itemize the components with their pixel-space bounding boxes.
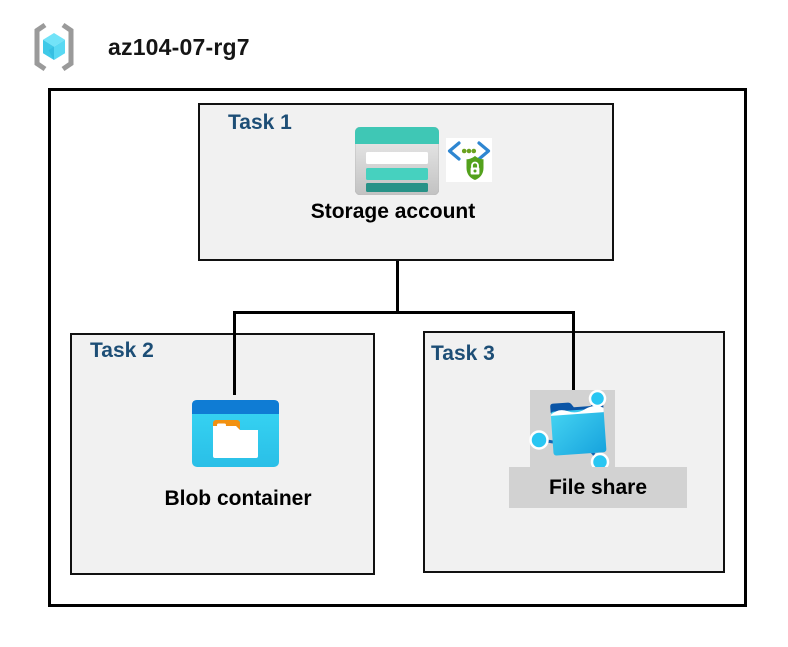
connector-to-fileshare: [572, 311, 575, 390]
connector-storage-down: [396, 261, 399, 313]
file-share-label: File share: [548, 475, 648, 499]
file-share-icon: [529, 389, 610, 470]
resource-group-name: az104-07-rg7: [108, 34, 250, 60]
secure-access-shield-icon: [446, 138, 492, 182]
task1-label: Task 1: [228, 111, 292, 134]
task3-label: Task 3: [431, 342, 495, 365]
resource-group-icon: [34, 22, 74, 72]
fileshare-label-highlight: File share: [509, 467, 687, 508]
connector-horizontal: [233, 311, 575, 314]
blob-container-icon: [192, 400, 279, 467]
connector-to-blob: [233, 311, 236, 395]
storage-account-icon: [355, 127, 439, 195]
blob-container-label: Blob container: [164, 487, 312, 510]
storage-account-label: Storage account: [310, 200, 476, 223]
task2-label: Task 2: [90, 339, 154, 362]
